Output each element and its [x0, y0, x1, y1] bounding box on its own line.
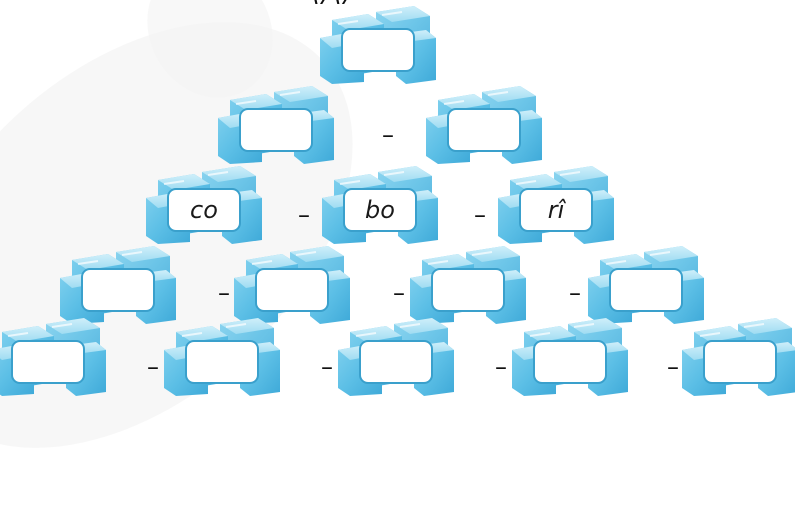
cell-text[interactable]: co [190, 196, 218, 224]
cell-text[interactable] [360, 341, 432, 383]
minus-sign: – [569, 279, 581, 307]
ice-cube-graphic [60, 246, 176, 324]
minus-sign: – [495, 353, 507, 381]
minus-sign: – [298, 201, 310, 229]
cell-text[interactable] [704, 341, 776, 383]
ice-cube-graphic [164, 318, 280, 396]
ice-cube-graphic [588, 246, 704, 324]
cell-text[interactable]: rî [547, 196, 565, 224]
cell-text[interactable] [186, 341, 258, 383]
ice-cube-graphic [218, 86, 334, 164]
ice-cube-cell[interactable] [232, 244, 352, 324]
ice-cube-cell[interactable] [318, 4, 438, 84]
ice-cube-graphic [682, 318, 795, 396]
ice-cube-graphic [320, 6, 436, 84]
ice-cube-graphic [338, 318, 454, 396]
minus-sign: – [382, 121, 394, 149]
minus-sign: – [474, 201, 486, 229]
cell-text[interactable] [448, 109, 520, 151]
ice-cube-cell[interactable] [680, 316, 795, 396]
cell-text[interactable] [342, 29, 414, 71]
minus-sign: – [147, 353, 159, 381]
minus-sign: – [667, 353, 679, 381]
ice-cube-cell[interactable] [586, 244, 706, 324]
ice-cube-cell[interactable] [424, 84, 544, 164]
ice-cube-graphic [498, 166, 614, 244]
ice-cube-cell[interactable] [162, 316, 282, 396]
ice-cube-cell[interactable] [510, 316, 630, 396]
cell-text[interactable] [432, 269, 504, 311]
minus-sign: – [218, 279, 230, 307]
cell-text[interactable] [610, 269, 682, 311]
cell-text[interactable] [82, 269, 154, 311]
ice-cube-cell[interactable] [408, 244, 528, 324]
instruction-text-fragment: y y [312, 0, 348, 4]
word-pyramid: y y [0, 0, 795, 396]
minus-sign: – [321, 353, 333, 381]
ice-cube-cell[interactable]: bo [320, 164, 440, 244]
cell-text[interactable] [534, 341, 606, 383]
ice-cube-cell[interactable] [0, 316, 108, 396]
cell-text[interactable]: bo [365, 196, 395, 224]
ice-cube-graphic [234, 246, 350, 324]
ice-cube-graphic [322, 166, 438, 244]
cell-text[interactable] [256, 269, 328, 311]
minus-sign: – [393, 279, 405, 307]
ice-cube-cell[interactable] [58, 244, 178, 324]
ice-cube-graphic [0, 318, 106, 396]
ice-cube-graphic [512, 318, 628, 396]
ice-cube-cell[interactable] [216, 84, 336, 164]
cell-text[interactable] [240, 109, 312, 151]
ice-cube-cell[interactable]: rî [496, 164, 616, 244]
ice-cube-graphic [146, 166, 262, 244]
ice-cube-cell[interactable] [336, 316, 456, 396]
ice-cube-graphic [410, 246, 526, 324]
ice-cube-cell[interactable]: co [144, 164, 264, 244]
ice-cube-graphic [426, 86, 542, 164]
cell-text[interactable] [12, 341, 84, 383]
